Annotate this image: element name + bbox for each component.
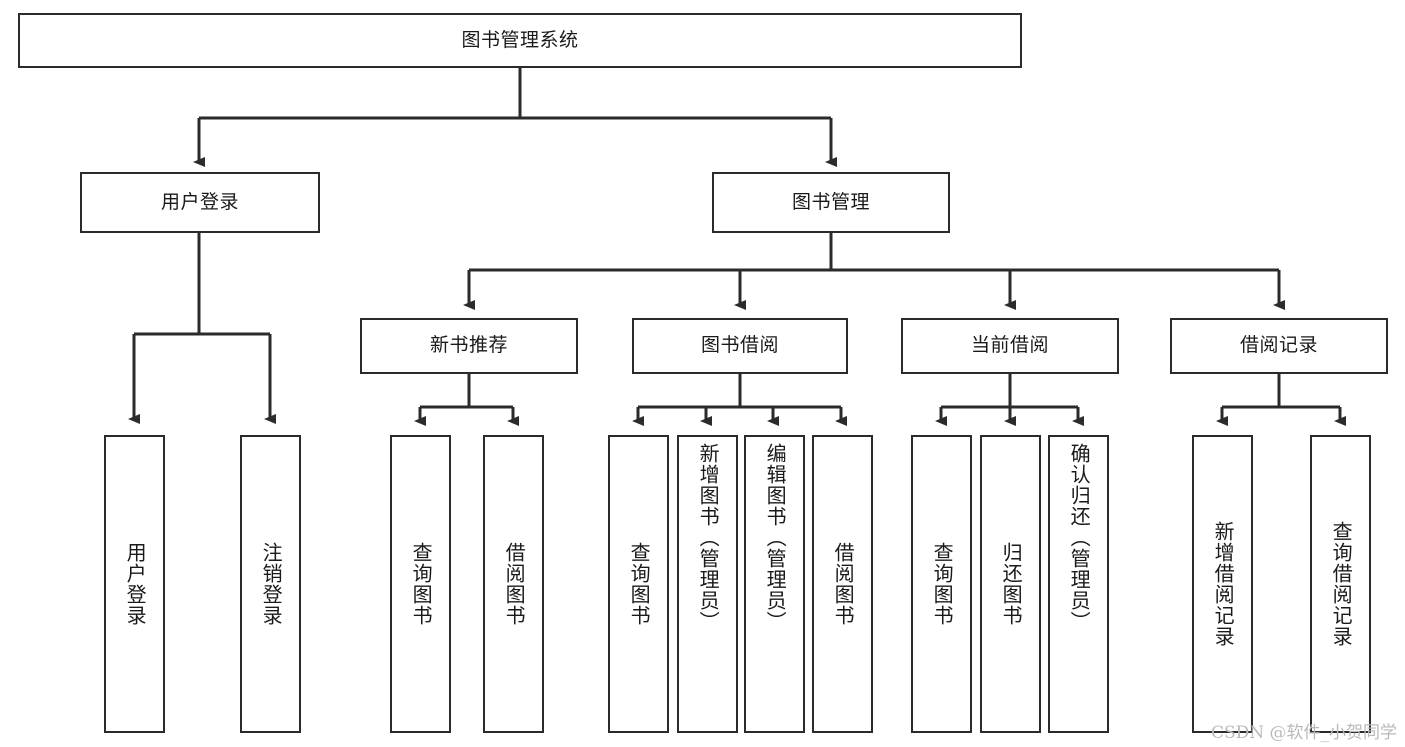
node-label: 当前借阅 <box>970 334 1049 357</box>
node-label: 借阅记录 <box>1239 334 1318 357</box>
watermark: CSDN @软件_小贺同学 <box>1210 723 1397 743</box>
leaf-user-login[interactable]: 用户登录 <box>104 435 165 733</box>
leaf-borrow-book-rec[interactable]: 借阅图书 <box>483 435 544 733</box>
node-user-login[interactable]: 用户登录 <box>80 172 320 233</box>
leaf-query-book-current[interactable]: 查询图书 <box>911 435 972 733</box>
node-label: 新增图书（管理员） <box>696 443 721 632</box>
node-borrow-record[interactable]: 借阅记录 <box>1170 318 1388 374</box>
node-label: 查询借阅记录 <box>1329 521 1354 647</box>
leaf-borrow-book[interactable]: 借阅图书 <box>812 435 873 733</box>
leaf-query-book-rec[interactable]: 查询图书 <box>390 435 451 733</box>
node-label: 归还图书 <box>999 542 1024 626</box>
leaf-add-book-admin[interactable]: 新增图书（管理员） <box>677 435 738 733</box>
leaf-confirm-return-admin[interactable]: 确认归还（管理员） <box>1048 435 1109 733</box>
node-root-book-management-system[interactable]: 图书管理系统 <box>18 13 1022 68</box>
node-label: 新书推荐 <box>429 334 508 357</box>
node-label: 借阅图书 <box>831 542 856 626</box>
leaf-logout[interactable]: 注销登录 <box>240 435 301 733</box>
leaf-edit-book-admin[interactable]: 编辑图书（管理员） <box>744 435 805 733</box>
leaf-query-borrow-record[interactable]: 查询借阅记录 <box>1310 435 1371 733</box>
node-label: 新增借阅记录 <box>1211 521 1236 647</box>
node-label: 查询图书 <box>627 542 652 626</box>
node-current-borrow[interactable]: 当前借阅 <box>901 318 1119 374</box>
node-label: 用户登录 <box>160 190 239 213</box>
leaf-return-book[interactable]: 归还图书 <box>980 435 1041 733</box>
leaf-query-book-borrow[interactable]: 查询图书 <box>608 435 669 733</box>
node-label: 用户登录 <box>123 542 148 626</box>
node-label: 注销登录 <box>259 542 284 626</box>
node-book-borrow[interactable]: 图书借阅 <box>632 318 848 374</box>
node-label: 图书管理系统 <box>461 28 579 51</box>
leaf-add-borrow-record[interactable]: 新增借阅记录 <box>1192 435 1253 733</box>
node-label: 图书借阅 <box>700 334 779 357</box>
node-label: 查询图书 <box>409 542 434 626</box>
node-label: 借阅图书 <box>502 542 527 626</box>
node-book-management[interactable]: 图书管理 <box>712 172 950 233</box>
node-label: 图书管理 <box>791 190 870 213</box>
node-label: 查询图书 <box>930 542 955 626</box>
node-label: 编辑图书（管理员） <box>763 443 788 632</box>
node-new-book-recommendation[interactable]: 新书推荐 <box>360 318 578 374</box>
node-label: 确认归还（管理员） <box>1067 443 1092 632</box>
